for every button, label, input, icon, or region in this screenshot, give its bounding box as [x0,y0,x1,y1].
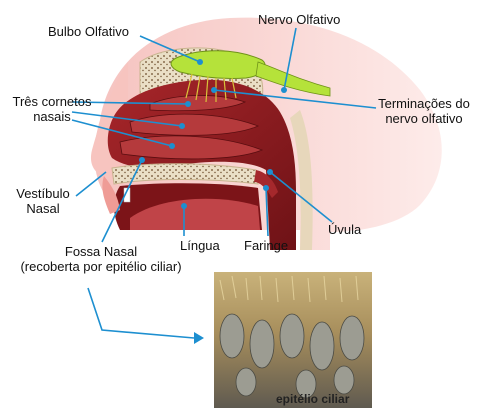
photo-caption: epitélio ciliar [276,392,350,406]
leader-lines [71,27,377,339]
leader-uvula [269,171,333,223]
label-tres-cornetos-line1: Três cornetos [12,94,92,109]
olfactory-nerve-tract [255,61,331,97]
pharynx-wall [290,110,313,250]
leader-corneto-2 [71,111,183,127]
label-uvula: Úvula [328,222,362,237]
label-lingua: Língua [180,238,220,253]
leader-corneto-1 [71,101,189,105]
label-tres-cornetos: Três cornetos nasais [10,94,94,124]
label-vestibulo: Vestíbulo Nasal [10,186,76,216]
label-fossa-nasal: Fossa Nasal (recoberta por epitélio cili… [2,244,200,274]
hard-palate [111,163,259,185]
leader-vestibulo [75,171,107,197]
soft-palate [254,170,278,198]
upper-lip [102,176,120,214]
label-faringe: Faringe [244,238,289,253]
label-terminacoes-line2: nervo olfativo [385,111,463,126]
incisor [123,187,131,203]
olfactory-bulb [170,50,266,80]
label-tres-cornetos-line2: nasais [33,109,71,124]
label-nervo-olfativo: Nervo Olfativo [258,12,341,27]
leader-fossa [101,159,143,243]
tongue [130,198,260,230]
label-bulbo-olfativo: Bulbo Olfativo [48,24,129,39]
leader-nervo [283,27,297,91]
leader-faringe [265,187,269,237]
label-vestibulo-line1: Vestíbulo [16,186,70,201]
middle-concha [129,113,260,136]
label-terminacoes-line1: Terminações do [378,96,470,111]
label-fossa-line1: Fossa Nasal [64,244,138,259]
leader-to-photo [87,287,195,339]
leader-terminacoes [213,89,377,109]
superior-concha [149,95,247,112]
leader-corneto-3 [71,119,173,147]
label-fossa-line2: (recoberta por epitélio ciliar) [20,259,182,274]
label-vestibulo-line2: Nasal [26,201,60,216]
leader-dots [139,59,287,209]
label-terminacoes: Terminações do nervo olfativo [372,96,476,126]
epithelium-micrograph [214,272,372,408]
leader-bulbo [139,35,201,63]
arrow-head [194,332,204,344]
